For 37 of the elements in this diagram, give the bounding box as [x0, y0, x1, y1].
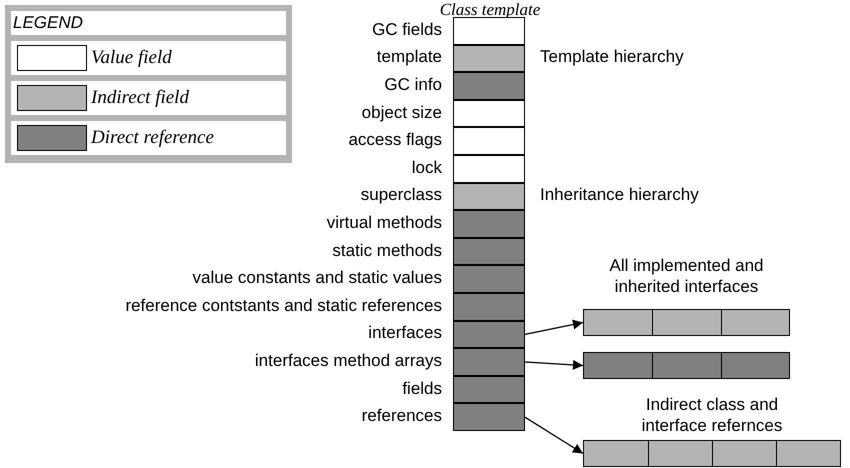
array-cell [584, 310, 652, 335]
field-label: interfaces method arrays [254, 350, 442, 371]
legend-title: LEGEND [13, 13, 83, 33]
array-cell [720, 310, 789, 335]
field-label: object size [362, 102, 442, 123]
annotation-text: Template hierarchy [540, 47, 684, 68]
field-label: reference contstants and static references [125, 296, 442, 316]
field-label: access flags [348, 130, 442, 150]
field-label: virtual methods [326, 212, 442, 233]
array-cell [712, 441, 776, 466]
array-cell [652, 310, 721, 335]
legend-text: Direct reference [91, 127, 214, 149]
field-label: fields [402, 378, 442, 399]
array-cell [652, 353, 721, 378]
field-label: static methods [332, 240, 442, 261]
field-label: interfaces [368, 323, 442, 344]
field-label: references [362, 406, 442, 426]
array-cell [584, 441, 648, 466]
field-label: GC fields [372, 20, 442, 40]
field-label: template [376, 47, 442, 68]
array-heading: Indirect class and interface refernces [640, 394, 784, 436]
array-cell [584, 353, 652, 378]
field-label: value constants and static values [192, 268, 442, 288]
field-label: lock [412, 158, 442, 178]
annotation-text: Inheritance hierarchy [540, 185, 699, 206]
field-label: GC info [384, 74, 442, 95]
array-cell [648, 441, 712, 466]
array-heading: All implemented and inherited interfaces [608, 255, 765, 297]
legend-text: Indirect field [91, 87, 189, 109]
array-cell [776, 441, 840, 466]
arrow [524, 416, 584, 454]
arrow [524, 360, 584, 370]
field-label: superclass [360, 185, 442, 206]
structure-title: Class template [438, 0, 542, 20]
array-cell [720, 353, 789, 378]
arrow [524, 320, 584, 336]
legend-text: Value field [91, 47, 172, 69]
